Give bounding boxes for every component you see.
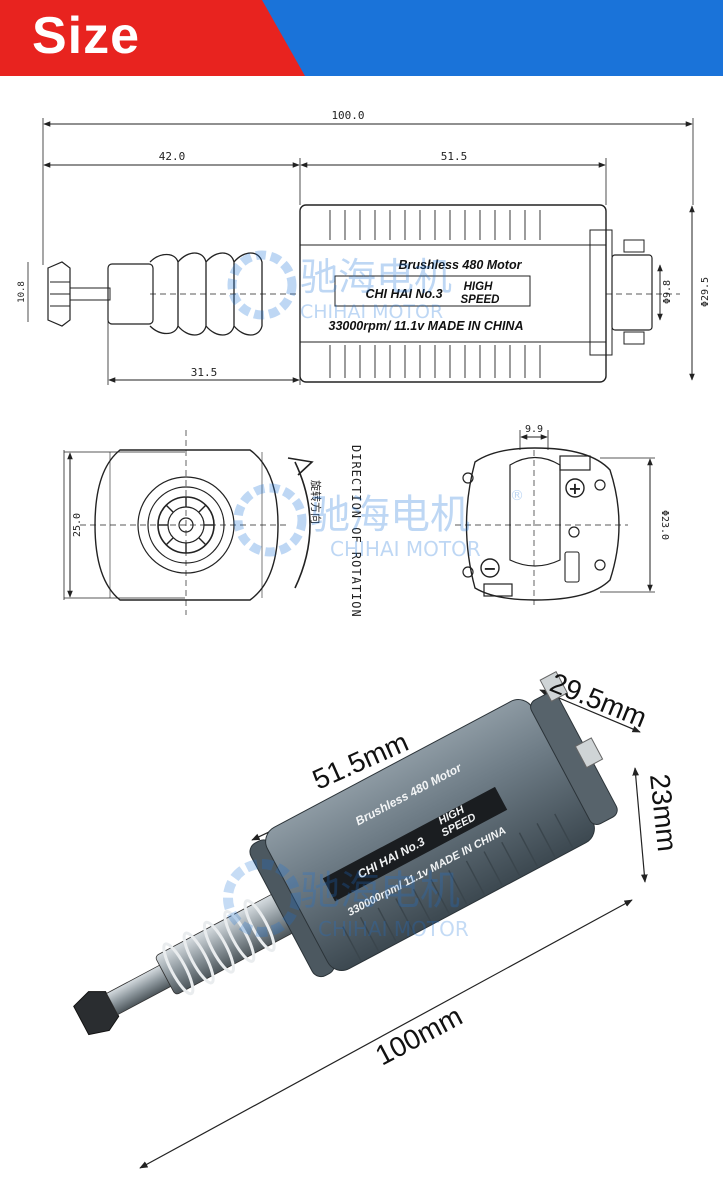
motor-body-side	[299, 204, 607, 383]
photo-dim-total: 100mm	[370, 1000, 467, 1071]
watermark-bottom: 驰海电机 CHIHAI MOTOR	[223, 859, 469, 941]
rotation-label-en: DIRECTION OF ROTATION	[349, 445, 363, 618]
svg-text:驰海电机: 驰海电机	[300, 868, 460, 914]
direction-switch	[564, 551, 580, 583]
svg-text:CHIHAI MOTOR: CHIHAI MOTOR	[300, 301, 443, 323]
dim-body: 51.5	[441, 150, 468, 163]
photo-dim-height: 23mm	[644, 772, 683, 853]
plus-icon	[565, 478, 585, 498]
minus-symbol: −	[483, 559, 496, 578]
minus-icon	[480, 558, 500, 578]
photo-label-plate	[322, 786, 508, 902]
side-label-line1: Brushless 480 Motor	[399, 258, 523, 272]
side-view	[27, 118, 695, 385]
dim-rear-height: Φ23.0	[659, 510, 670, 540]
dim-front-width: 25.0	[72, 513, 83, 537]
front-end-view	[63, 430, 314, 615]
svg-text:®: ®	[510, 488, 524, 504]
rear-terminal-block	[509, 456, 561, 567]
watermark-middle: 驰海电机 ® CHIHAI MOTOR	[233, 483, 524, 561]
bearing-housing	[107, 263, 154, 325]
svg-text:驰海电机: 驰海电机	[310, 492, 470, 538]
dim-body-dia: Φ29.5	[700, 277, 711, 307]
dim-total: 100.0	[331, 109, 364, 122]
front-hub-outer	[137, 476, 235, 574]
terminal-negative	[483, 583, 513, 597]
dim-front: 42.0	[159, 150, 186, 163]
side-label-line3: 33000rpm/ 11.1v MADE IN CHINA	[329, 319, 524, 333]
photo-gear	[73, 991, 120, 1036]
side-label-speed: SPEED	[461, 294, 500, 306]
motor-photo: Brushless 480 Motor CHI HAI No.3 HIGH SP…	[73, 667, 683, 1169]
header-banner	[0, 0, 723, 76]
photo-dim-line-height	[632, 767, 648, 883]
terminal-positive	[559, 455, 591, 471]
photo-shaft	[105, 964, 172, 1016]
watermark-gear-icon	[227, 250, 297, 320]
dim-rear-offset: 9.9	[525, 424, 543, 435]
side-label-brand: CHI HAI No.3	[365, 287, 442, 301]
rotation-label-cn: 旋转方向	[309, 480, 323, 524]
end-cap	[611, 254, 653, 331]
svg-text:驰海电机: 驰海电机	[300, 255, 452, 299]
svg-text:CHIHAI MOTOR: CHIHAI MOTOR	[318, 917, 469, 941]
svg-text:CHIHAI MOTOR: CHIHAI MOTOR	[330, 537, 481, 561]
body-ribs	[329, 210, 541, 378]
side-label-high: HIGH	[464, 281, 493, 293]
photo-spring	[162, 899, 276, 996]
rotation-arrow	[294, 461, 311, 589]
watermark-gear-icon-2	[233, 483, 307, 557]
dim-shaft-dia: Φ9.8	[662, 280, 673, 304]
front-end-plate	[94, 449, 279, 601]
watermark-gear-icon-3	[223, 859, 301, 937]
dim-shaft: 31.5	[191, 366, 218, 379]
plus-symbol: +	[568, 479, 581, 498]
dim-gear-dia: 10.8	[17, 281, 27, 303]
watermark-top: 驰海电机 CHIHAI MOTOR	[227, 250, 452, 323]
rear-end-view	[455, 430, 655, 605]
page-title: Size	[32, 7, 141, 65]
banner-red-area	[0, 0, 305, 76]
gear	[47, 261, 71, 327]
photo-dim-line-total	[139, 899, 633, 1169]
label-plate-side	[334, 275, 531, 307]
shaft	[69, 287, 111, 301]
